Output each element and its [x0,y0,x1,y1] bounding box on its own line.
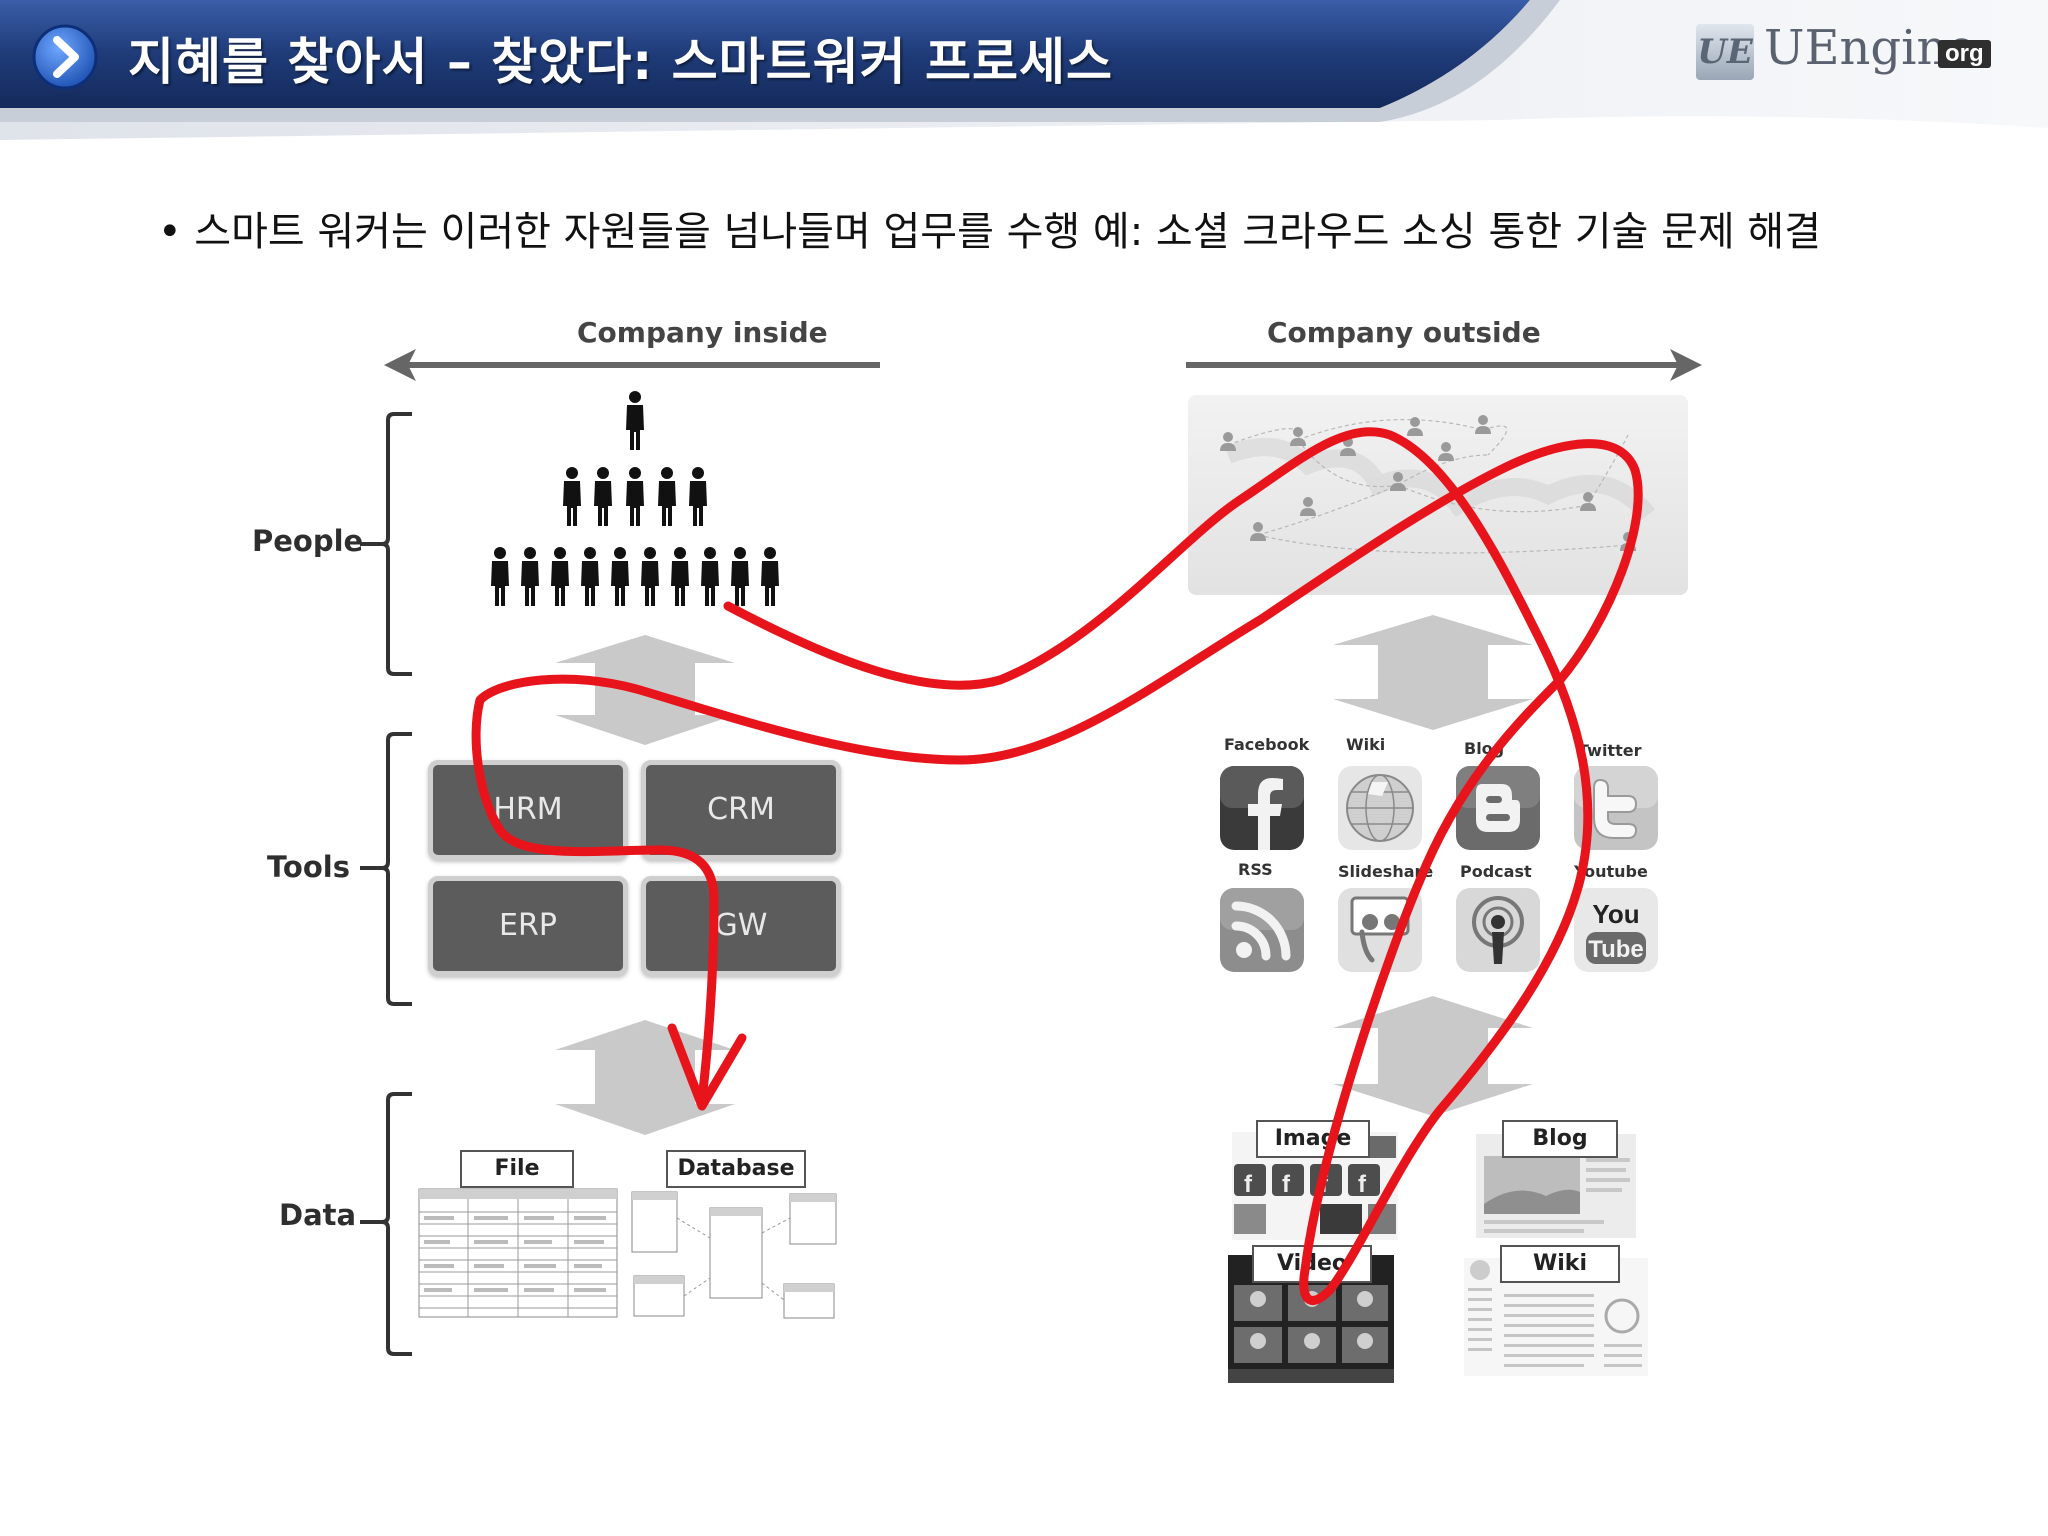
slideshare-icon [1338,888,1422,972]
outside-wiki-label: Wiki [1500,1245,1620,1283]
network-social-arrow [1333,615,1533,730]
database-schema-icon [631,1191,837,1319]
people-bracket [360,412,412,676]
chevron-right-icon [32,24,98,90]
slideshare-label: Slideshare [1338,862,1434,881]
rss-label: RSS [1238,860,1273,879]
company-outside-label: Company outside [1267,316,1541,349]
tools-label: Tools [267,850,350,884]
logo-mark: UE [1696,24,1754,80]
data-database-label: Database [666,1150,806,1188]
facebook-label: Facebook [1224,735,1310,754]
podcast-icon [1456,888,1540,972]
outside-blog-label: Blog [1502,1120,1618,1158]
svg-text:f: f [1282,1171,1291,1198]
file-table-icon [418,1188,618,1318]
svg-text:f: f [1244,1171,1253,1198]
wiki-label: Wiki [1346,735,1386,754]
social-data-arrow [1333,996,1533,1116]
tools-bracket [360,732,412,1006]
video-thumbnails-icon [1228,1255,1394,1383]
header-banner [0,0,2048,140]
twitter-label: Twitter [1578,741,1642,760]
data-file-label: File [460,1150,574,1188]
data-label: Data [279,1198,357,1232]
podcast-label: Podcast [1460,862,1532,881]
logo-org-badge: org [1938,40,1991,68]
youtube-you-text: You [1592,899,1639,929]
tool-crm: CRM [641,760,841,860]
twitter-icon [1574,766,1658,850]
youtube-tube-text: Tube [1588,936,1644,963]
facebook-icon [1220,766,1304,850]
wikipedia-icon [1338,766,1422,850]
company-inside-arrow [384,349,880,381]
page-title: 지혜를 찾아서 – 찾았다: 스마트워커 프로세스 [128,33,1114,91]
tools-data-arrow [555,1020,735,1135]
outside-image-label: Image [1256,1120,1370,1158]
company-inside-label: Company inside [577,316,828,349]
youtube-icon: You Tube [1574,888,1658,972]
tool-gw: GW [641,876,841,976]
bullet-text: • 스마트 워커는 이러한 자원들을 넘나들며 업무를 수행 예: 소셜 크라우… [158,209,1821,255]
tool-erp: ERP [428,876,628,976]
company-outside-arrow [1186,349,1702,381]
svg-text:f: f [1358,1171,1367,1198]
rss-icon [1220,888,1304,972]
data-bracket [360,1092,412,1356]
youtube-label: Youtube [1574,862,1648,881]
people-label: People [252,524,364,558]
